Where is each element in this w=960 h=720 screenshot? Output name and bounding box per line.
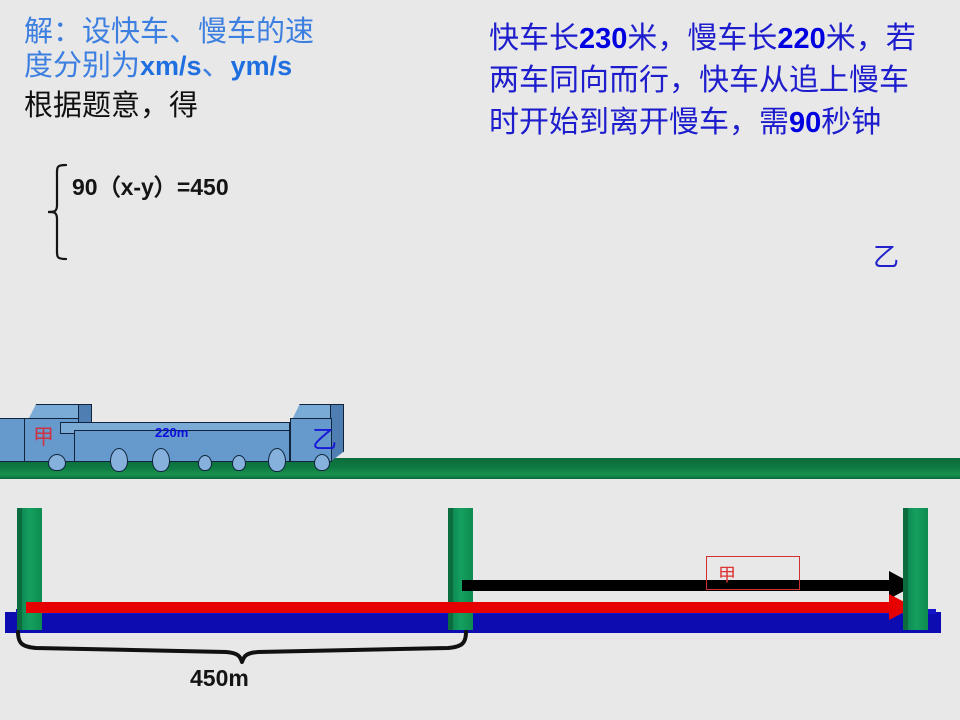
train-wheel [268, 448, 286, 472]
train-engine-label: 甲 [33, 425, 54, 449]
moving-train-label: 甲 [718, 565, 736, 586]
train-rear-label: 乙 [312, 425, 338, 454]
platform-bar [5, 612, 941, 633]
problem-text-block: 快车长230米，慢车长220米，若两车同向而行，快车从追上慢车时开始到离开慢车，… [489, 18, 923, 144]
problem-corner-label: 乙 [873, 243, 900, 273]
train-wheel [48, 454, 66, 471]
solution-line-3: 根据题意，得 [24, 85, 444, 125]
pole-right [908, 508, 928, 630]
problem-seg-1: 快车长 [489, 21, 579, 56]
train-wheel [232, 455, 246, 471]
problem-seg-2: 米，慢车长 [627, 21, 778, 56]
pole-middle-shadow [448, 508, 456, 630]
speed-y-value: ym/s [230, 51, 293, 81]
solution-line-2-prefix: 度分别为 [24, 48, 141, 82]
problem-seg-3: 米，若两车同向而行，快车从追上慢车时开始到离开慢车，需 [489, 21, 916, 140]
fast-train-length-value: 230 [579, 23, 628, 55]
train-length-label: 220m [155, 425, 189, 440]
distance-label-450m: 450m [190, 665, 249, 691]
bottom-curly-brace-icon [14, 630, 470, 664]
train-wheel [110, 448, 128, 472]
overtake-time-value: 90 [789, 107, 822, 139]
train-illustration [0, 396, 345, 472]
train-wheel [314, 454, 330, 471]
train-wheel [198, 455, 212, 471]
black-distance-arrow [462, 580, 894, 591]
problem-seg-4: 秒钟 [821, 105, 882, 140]
slow-train-length-value: 220 [777, 23, 826, 55]
red-distance-arrow [26, 602, 892, 613]
equation-row: 90（x-y）=450 [72, 168, 229, 202]
solution-line-2-separator: 、 [201, 48, 231, 82]
pole-right-shadow [903, 508, 911, 630]
moving-train-box [706, 556, 800, 590]
pole-left-shadow [17, 508, 25, 630]
left-curly-brace-icon [44, 163, 70, 261]
solution-line-3-text: 根据题意，得 [24, 88, 199, 122]
train-wheel [152, 448, 170, 472]
speed-x-value: xm/s [140, 51, 202, 81]
equation-text: 90（x-y）=450 [72, 174, 229, 200]
pole-left [22, 508, 42, 630]
solution-line-2: 度分别为xm/s、ym/s [24, 48, 444, 83]
solution-text-block: 解：设快车、慢车的速 度分别为xm/s、ym/s 根据题意，得 [24, 14, 444, 125]
pole-middle [453, 508, 473, 630]
solution-line-1: 解：设快车、慢车的速 [24, 14, 444, 48]
solution-line-1-text: 解：设快车、慢车的速 [24, 14, 315, 48]
